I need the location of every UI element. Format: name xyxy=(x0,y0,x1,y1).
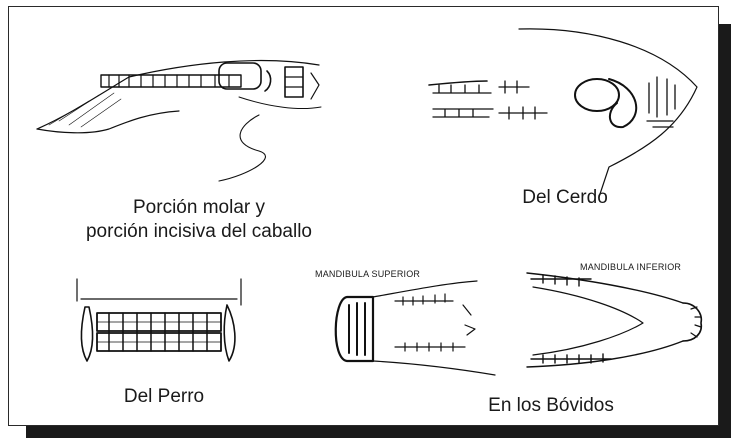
bovine-caption: En los Bóvidos xyxy=(461,394,641,418)
bovine-upper-jaw-sketch xyxy=(327,277,517,377)
figure-panel: Porción molar y porción incisiva del cab… xyxy=(8,6,719,426)
dog-caption: Del Perro xyxy=(99,385,229,409)
upper-jaw-label: MANDIBULA SUPERIOR xyxy=(315,269,420,279)
lower-jaw-label: MANDIBULA INFERIOR xyxy=(580,262,681,272)
pig-jaw-sketch xyxy=(409,17,709,187)
horse-caption-line-1: Porción molar y xyxy=(119,196,279,220)
bovine-lower-jaw-sketch xyxy=(523,269,713,379)
horse-jaw-sketch xyxy=(29,25,329,185)
horse-caption-line-2: porción incisiva del caballo xyxy=(49,220,349,244)
pig-caption: Del Cerdo xyxy=(505,186,625,210)
dog-teeth-sketch xyxy=(67,275,257,385)
